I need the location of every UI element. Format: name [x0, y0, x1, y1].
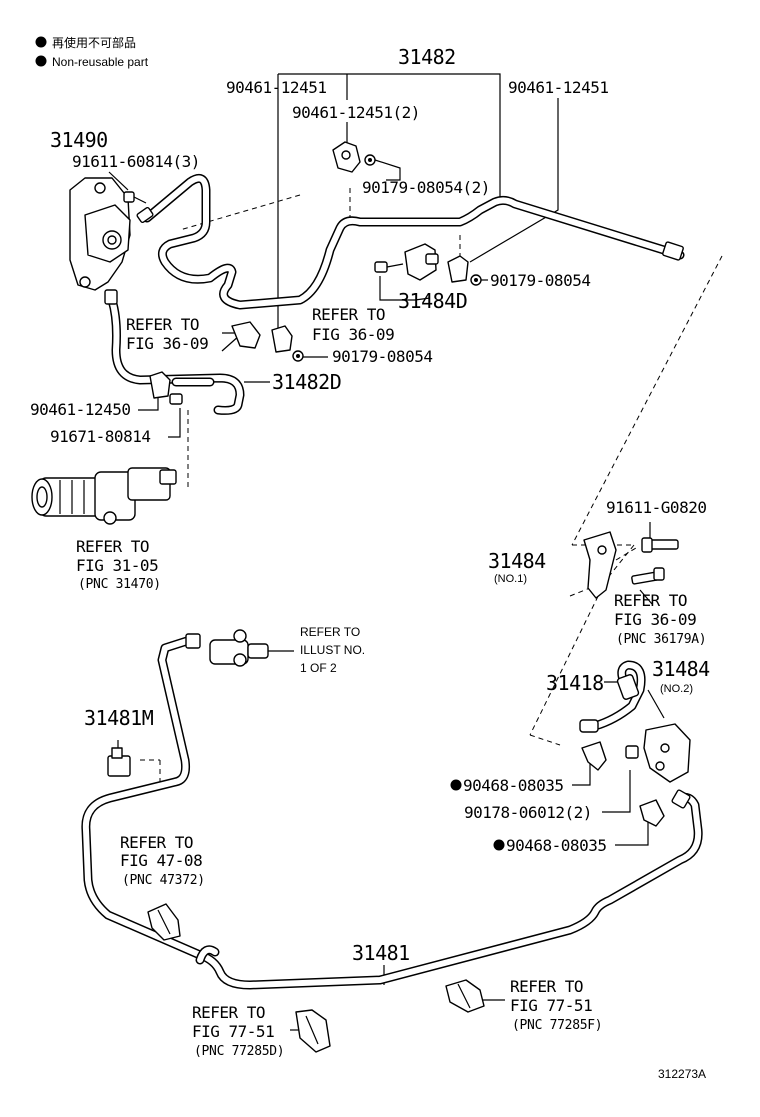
label-31484-no2-sub: (NO.2) [660, 683, 693, 695]
non-reusable-bullet-icon [493, 839, 505, 851]
ref-1-line1: REFER TO [312, 305, 385, 324]
clamp-77285D [295, 1009, 331, 1053]
clip-90468-08035-a [581, 741, 607, 771]
non-reusable-bullet-icon [35, 55, 47, 67]
labels: 31482 90461-12451 90461-12451(2) 90461-1… [30, 45, 711, 1081]
label-90468-08035-a: 90468-08035 [463, 776, 563, 795]
pipes-upper [107, 173, 685, 415]
label-31490: 31490 [50, 128, 108, 152]
clamp-90461-12451-pair [332, 141, 376, 173]
ref-5-line2: ILLUST NO. [300, 643, 365, 657]
ref-8-line1: REFER TO [510, 977, 583, 996]
master-fitting [185, 629, 294, 667]
non-reusable-bullet-icon [450, 779, 462, 791]
fitting-lower-right [671, 789, 691, 809]
label-31484-no1-sub: (NO.1) [494, 573, 527, 585]
ref-4-line2: FIG 36-09 [614, 610, 696, 629]
label-90461-12450: 90461-12450 [30, 400, 130, 419]
bolt-91611-60814 [123, 191, 147, 204]
label-31481: 31481 [352, 941, 410, 965]
ref-1-line2: FIG 36-09 [312, 325, 394, 344]
slave-cylinder [31, 467, 177, 525]
label-90461-12451-left: 90461-12451 [226, 78, 326, 97]
ref-2-line2: FIG 36-09 [126, 334, 208, 353]
ref-7-line1: REFER TO [192, 1003, 265, 1022]
clip-90468-08035-b [639, 799, 665, 827]
ref-8-line3: (PNC 77285F) [512, 1018, 602, 1033]
label-31484-no2: 31484 [652, 657, 710, 681]
clamp-90461-12450 [149, 371, 183, 405]
clamp-90461-12451-left [231, 321, 304, 362]
part-31490-valve [69, 177, 154, 305]
ref-6-line2: FIG 47-08 [120, 851, 202, 870]
bracket-31484-no2 [625, 723, 691, 783]
ref-3-line1: REFER TO [76, 537, 149, 556]
label-31484-no1: 31484 [488, 549, 546, 573]
legend-jp-text: 再使用不可部品 [52, 35, 136, 50]
label-31482: 31482 [398, 45, 456, 69]
ref-3-line2: FIG 31-05 [76, 556, 158, 575]
ref-7-line2: FIG 77-51 [192, 1022, 274, 1041]
label-90461-12451-right: 90461-12451 [508, 78, 608, 97]
legend: 再使用不可部品 Non-reusable part [35, 35, 149, 69]
label-90178-06012: 90178-06012(2) [464, 803, 592, 822]
clamp-47372 [147, 903, 181, 941]
ref-3-line3: (PNC 31470) [78, 577, 161, 592]
label-90179-08054-left: 90179-08054 [332, 347, 432, 366]
ref-5-line1: REFER TO [300, 625, 360, 639]
ref-6-line1: REFER TO [120, 833, 193, 852]
label-90179-08054-2: 90179-08054(2) [362, 178, 490, 197]
legend-en-text: Non-reusable part [52, 55, 149, 69]
pipe-31418 [579, 660, 646, 733]
ref-2-line1: REFER TO [126, 315, 199, 334]
label-31484D: 31484D [398, 289, 467, 313]
label-31481M: 31481M [84, 706, 154, 730]
label-90461-12451-2: 90461-12451(2) [292, 103, 420, 122]
ref-4-line1: REFER TO [614, 591, 687, 610]
ref-4-line3: (PNC 36179A) [616, 632, 706, 647]
label-90468-08035-b: 90468-08035 [506, 836, 606, 855]
clamp-31481M [107, 747, 131, 777]
label-91611-G0820: 91611-G0820 [606, 498, 706, 517]
label-31482D: 31482D [272, 370, 341, 394]
clamp-77285F [445, 979, 485, 1013]
ref-6-line3: (PNC 47372) [122, 873, 205, 888]
label-91671-80814: 91671-80814 [50, 427, 150, 446]
ref-7-line3: (PNC 77285D) [194, 1044, 284, 1059]
bracket-31484-no1 [583, 531, 679, 599]
diagram-id: 312273A [658, 1067, 706, 1081]
label-90179-08054-right: 90179-08054 [490, 271, 590, 290]
ref-5-line3: 1 OF 2 [300, 661, 337, 675]
label-91611-60814: 91611-60814(3) [72, 152, 200, 171]
pipe-31481 [81, 635, 703, 990]
label-31418: 31418 [546, 671, 604, 695]
pipe-end-fitting [662, 241, 684, 261]
non-reusable-bullet-icon [35, 36, 47, 48]
bracket-31484D [374, 243, 439, 281]
clamp-90461-12451-right [447, 255, 482, 286]
ref-8-line2: FIG 77-51 [510, 996, 592, 1015]
